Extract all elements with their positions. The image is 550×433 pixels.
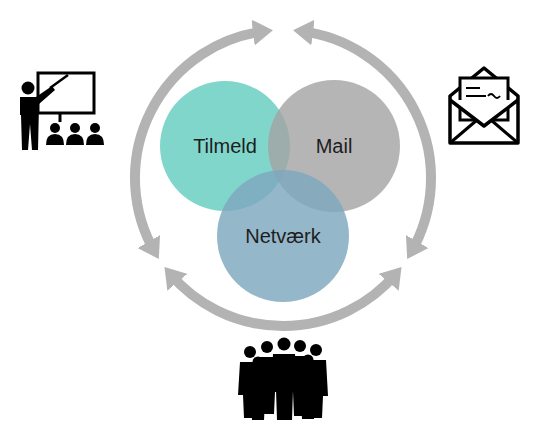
- person-body: [248, 371, 268, 420]
- envelope-fold: [450, 120, 518, 143]
- person-head: [278, 338, 291, 351]
- person-head: [253, 357, 264, 368]
- envelope-icon: [450, 68, 518, 143]
- person-head: [261, 341, 273, 353]
- letter-line: [466, 95, 486, 97]
- person-head: [310, 344, 322, 356]
- circle-label: Tilmeld: [193, 135, 257, 158]
- audience-head: [70, 123, 80, 133]
- person-head: [294, 340, 306, 352]
- audience-body: [46, 134, 64, 145]
- envelope-flap: [450, 100, 518, 126]
- envelope-outline: [450, 68, 518, 143]
- person-body: [298, 369, 318, 419]
- person-head: [303, 355, 314, 366]
- board-stand: [59, 113, 62, 122]
- teacher-icon: [20, 73, 104, 150]
- audience-body: [86, 134, 104, 145]
- audience-body: [66, 134, 84, 145]
- audience-head: [50, 123, 60, 133]
- circle-label: Mail: [316, 135, 353, 158]
- circle-label: Netværk: [245, 225, 321, 248]
- letter-line: [466, 87, 480, 89]
- person-head: [244, 346, 256, 358]
- audience-head: [90, 123, 100, 133]
- crowd-icon: [238, 338, 328, 421]
- pointer: [50, 75, 68, 88]
- teacher-head: [22, 82, 35, 95]
- letter-signature: [488, 94, 500, 98]
- circle-fill: [217, 170, 349, 302]
- venn-circle: Netværk: [217, 170, 349, 302]
